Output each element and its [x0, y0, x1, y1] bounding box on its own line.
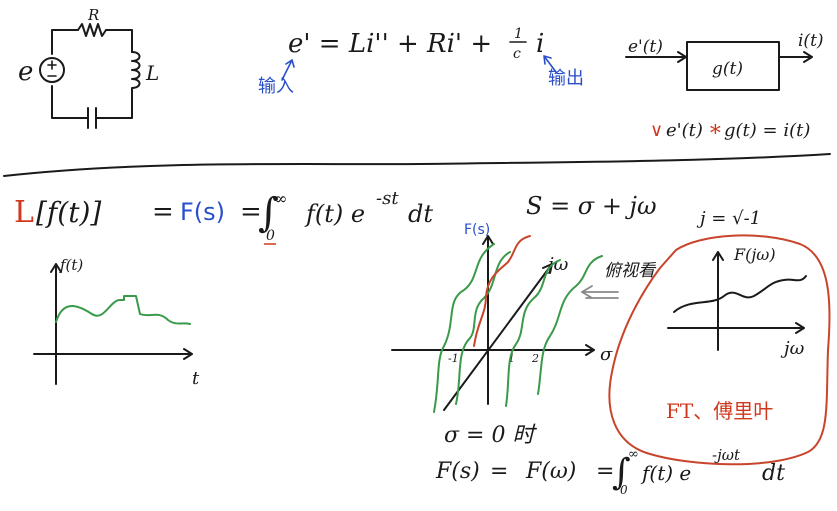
view-arrow-glyph: ⇐ [0, 0, 1, 1]
s-plane-sigma-label: σ [600, 344, 613, 365]
inductor-label: L [145, 61, 159, 85]
laplace-Fs: F(s) [180, 198, 225, 226]
laplace-eq2: = [240, 197, 262, 227]
ft-ylabel: F(jω) [733, 245, 776, 264]
resistor-zigzag [77, 23, 107, 37]
block-output-arrow [778, 51, 813, 63]
bottom-equation: F(s) = F(ω) = ∫ ∞ 0 f(t) e -jωt dt [435, 446, 785, 497]
s-plane-plot: F(s) jω σ -1 1 2 俯视看 σ = 0 时 [391, 222, 657, 448]
laplace-operator: L [14, 195, 34, 230]
block-input-arrow [625, 51, 687, 63]
s-plane-sigma-axis [391, 344, 595, 356]
conv-rest: g(t) = i(t) [724, 120, 810, 141]
equation-frac-den: c [513, 46, 521, 62]
circuit-top-wire-right [105, 29, 133, 53]
inductor-coil [131, 51, 141, 111]
laplace-upper-limit: ∞ [274, 189, 287, 208]
time-plot-y-axis [50, 263, 62, 385]
laplace-lower-limit: 0 [266, 228, 275, 244]
output-note: 输出 [548, 68, 584, 89]
differential-equation: e' = Li'' + Ri' + 1 c i 输入 输出 [258, 26, 584, 97]
bottom-Fs: F(s) [435, 459, 480, 484]
rlc-circuit: R L e [18, 6, 159, 129]
j-definition: j = √-1 [696, 208, 761, 229]
system-box-label: g(t) [712, 59, 743, 79]
circuit-bottom-wire-right [95, 109, 133, 119]
ft-note: FT、傅里叶 [666, 399, 773, 423]
ft-y-axis [712, 251, 724, 351]
sigma-zero-note: σ = 0 时 [444, 423, 537, 448]
ft-panel-border [608, 234, 831, 466]
output-pointer-arrow [543, 55, 557, 73]
bottom-eq1: = [490, 459, 508, 484]
s-plane-curve-red [473, 235, 531, 347]
block-output-label: i(t) [798, 31, 824, 51]
view-note: 俯视看 [604, 261, 657, 281]
s-plane-curve-3 [505, 259, 561, 407]
equation-tail: i [536, 29, 544, 59]
bottom-eq2: = [596, 459, 614, 484]
ft-spectrum-curve [673, 275, 807, 313]
laplace-exponent: -st [376, 188, 399, 209]
bottom-integral: ∫ [612, 452, 631, 493]
conv-e-term: e'(t) [666, 120, 703, 141]
laplace-argument: [f(t)] [36, 196, 101, 229]
block-input-label: e'(t) [628, 37, 663, 57]
s-plane-vertical-axis [482, 235, 494, 405]
circuit-bottom-wire-left [51, 85, 89, 119]
time-plot-ylabel: f(t) [59, 256, 83, 274]
conv-star: ∗ [708, 117, 723, 142]
ft-x-axis [667, 322, 805, 334]
equation-frac-num: 1 [514, 26, 523, 42]
view-arrow [581, 285, 619, 299]
s-definition: S = σ + jω [526, 192, 657, 220]
signal-curve [55, 295, 191, 325]
laplace-integral: ∫ [258, 190, 279, 236]
check-mark: ∨ [650, 120, 663, 141]
input-note: 输入 [258, 76, 294, 97]
s-plane-jw-axis [443, 263, 553, 411]
time-plot-xlabel: t [192, 368, 200, 389]
tick-1: 1 [508, 352, 515, 365]
input-pointer-arrow [281, 59, 295, 81]
bottom-lower-limit: 0 [620, 483, 628, 497]
laplace-eq1: = [152, 197, 174, 227]
system-box [686, 41, 780, 91]
bottom-dt: dt [762, 461, 785, 486]
laplace-definition: L [f(t)] = F(s) = ∫ ∞ 0 f(t) e -st dt [14, 188, 433, 245]
laplace-dt: dt [408, 200, 433, 228]
bottom-Fw: F(ω) [525, 459, 576, 484]
s-plane-curve-4 [537, 255, 603, 395]
equation-main: e' = Li'' + Ri' + [288, 29, 492, 59]
ft-xlabel: jω [780, 338, 805, 359]
bottom-exponent: -jωt [712, 446, 741, 464]
s-plane-ylabel: F(s) [464, 222, 490, 238]
laplace-integrand: f(t) e [304, 200, 365, 228]
voltage-source-circle [39, 57, 65, 83]
time-plot-x-axis [33, 348, 193, 360]
fourier-panel: F(jω) jω FT、傅里叶 [608, 234, 831, 466]
time-domain-plot: f(t) t [33, 256, 200, 389]
resistor-label: R [87, 6, 99, 24]
s-plane-jw-label: jω [544, 254, 569, 275]
section-divider [3, 153, 831, 177]
tick-2: 2 [531, 352, 539, 365]
circuit-top-wire-left [51, 29, 79, 55]
s-plane-curve-1 [433, 243, 495, 413]
bottom-upper-limit: ∞ [628, 447, 639, 462]
bottom-integrand: f(t) e [640, 461, 691, 485]
tick-neg1: -1 [448, 352, 459, 365]
system-block-diagram: e'(t) g(t) i(t) ∨ e'(t) ∗ g(t) = i(t) [625, 31, 824, 142]
source-label: e [18, 57, 33, 87]
